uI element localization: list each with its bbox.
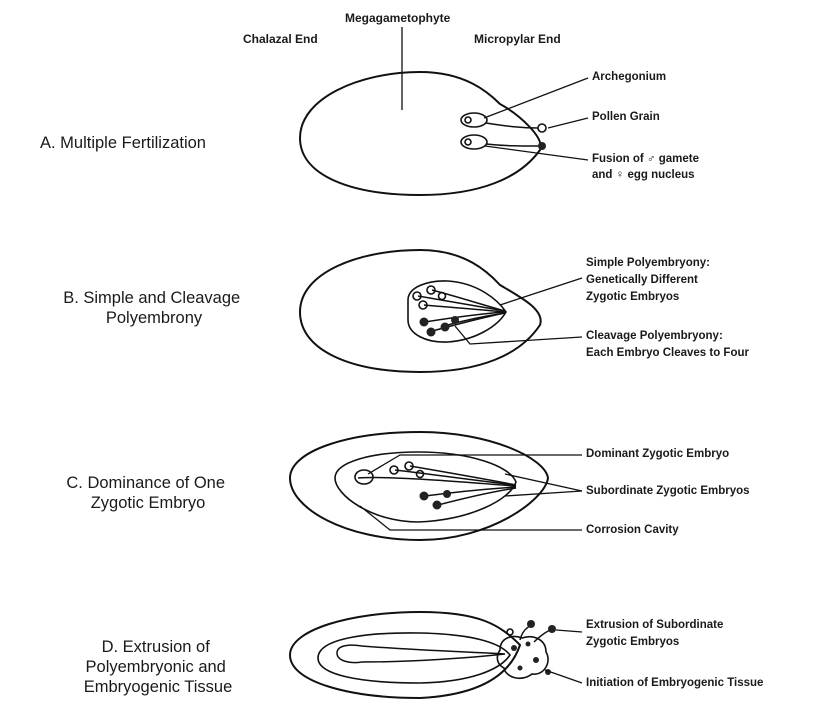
subordinate-head-5 xyxy=(433,501,442,510)
egg-nucleus-upper xyxy=(465,117,471,123)
callout-initiation: Initiation of Embryogenic Tissue xyxy=(586,677,763,689)
subordinate-head-4 xyxy=(420,492,429,501)
tissue-nodule-2 xyxy=(526,642,531,647)
extruded-embryo xyxy=(337,645,505,662)
callout-line: Cleavage Polyembryony: xyxy=(586,330,723,342)
panel-b-title: B. Simple and Cleavage Polyembrony xyxy=(63,289,245,327)
corrosion-cavity-c xyxy=(335,452,516,522)
leader-pollen-grain xyxy=(548,118,588,128)
panel-d-title-line: Embryogenic Tissue xyxy=(84,678,233,696)
panel-c-title-line: Zygotic Embryo xyxy=(91,494,206,512)
leader-fusion xyxy=(485,146,588,160)
megagametophyte-label: Megagametophyte xyxy=(345,11,451,25)
pollen-tube-lower xyxy=(486,144,538,146)
pollen-tube-upper xyxy=(486,123,538,128)
corrosion-cavity-d xyxy=(318,633,510,683)
callout-line: Zygotic Embryos xyxy=(586,636,679,648)
callout-line: Corrosion Cavity xyxy=(586,524,679,536)
subordinate-head-6 xyxy=(443,490,451,498)
leader-extrusion xyxy=(556,630,582,632)
corrosion-cavity-b xyxy=(408,281,506,342)
panel-d-title-line: Polyembryonic and xyxy=(86,658,226,676)
callout-line: Pollen Grain xyxy=(592,111,660,123)
embryo-head-lower-3 xyxy=(441,323,450,332)
embryo-head-lower-4 xyxy=(451,316,459,324)
callout-corrosion-cavity: Corrosion Cavity xyxy=(586,524,679,536)
leader-corrosion-cavity xyxy=(360,506,582,530)
extruded-subordinate-2 xyxy=(534,630,550,642)
callout-subordinate-embryos: Subordinate Zygotic Embryos xyxy=(586,485,750,497)
callout-line: Simple Polyembryony: xyxy=(586,257,710,269)
panel-c: C. Dominance of One Zygotic Embryo Domin… xyxy=(66,432,749,540)
callout-line: Extrusion of Subordinate xyxy=(586,619,723,631)
callout-line: Dominant Zygotic Embryo xyxy=(586,448,729,460)
callout-pollen-grain: Pollen Grain xyxy=(592,111,660,123)
panel-d-title: D. Extrusion of Polyembryonic and Embryo… xyxy=(84,638,233,696)
egg-nucleus-lower xyxy=(465,139,471,145)
embryo-head-lower-1 xyxy=(420,318,429,327)
panel-d: D. Extrusion of Polyembryonic and Embryo… xyxy=(84,612,764,698)
panel-b: B. Simple and Cleavage Polyembrony Simpl… xyxy=(63,250,749,372)
chalazal-end-label: Chalazal End xyxy=(243,32,318,46)
callout-simple-polyembryony: Simple Polyembryony: Genetically Differe… xyxy=(586,257,713,303)
leader-archegonium xyxy=(484,78,588,118)
callout-line: Genetically Different xyxy=(586,274,698,286)
leader-cleavage-polyembryony xyxy=(455,326,582,344)
panel-b-title-line: Polyembrony xyxy=(106,309,203,327)
extruded-subordinate-head-1 xyxy=(527,620,535,628)
embryogenic-tissue-mass xyxy=(497,637,548,679)
micropylar-end-label: Micropylar End xyxy=(474,32,561,46)
seed-outline-a xyxy=(300,72,541,195)
callout-archegonium: Archegonium xyxy=(592,71,666,83)
callout-line: Subordinate Zygotic Embryos xyxy=(586,485,750,497)
callout-line: Each Embryo Cleaves to Four xyxy=(586,347,749,359)
callout-line: Initiation of Embryogenic Tissue xyxy=(586,677,763,689)
callout-cleavage-polyembryony: Cleavage Polyembryony: Each Embryo Cleav… xyxy=(586,330,749,359)
subordinate-embryo-3 xyxy=(425,487,516,496)
leader-subordinate-2 xyxy=(505,491,582,496)
callout-dominant-embryo: Dominant Zygotic Embryo xyxy=(586,448,729,460)
callout-fusion: Fusion of ♂ gamete and ♀ egg nucleus xyxy=(592,153,702,181)
callout-line: Zygotic Embryos xyxy=(586,291,679,303)
tissue-nodule-1 xyxy=(511,645,517,651)
leader-initiation xyxy=(545,670,582,683)
seed-outline-d xyxy=(290,612,520,698)
pollen-grain-lower xyxy=(538,142,546,150)
callout-extrusion: Extrusion of Subordinate Zygotic Embryos xyxy=(586,619,727,648)
pollen-grain-upper xyxy=(538,124,546,132)
callout-line: and ♀ egg nucleus xyxy=(592,169,695,181)
panel-c-title: C. Dominance of One Zygotic Embryo xyxy=(66,474,229,512)
tissue-nodule-4 xyxy=(518,666,523,671)
extruded-subordinate-head-3 xyxy=(507,629,513,635)
callout-line: Archegonium xyxy=(592,71,666,83)
embryo-head-upper-4 xyxy=(439,293,446,300)
panel-a-title: A. Multiple Fertilization xyxy=(40,134,206,152)
panel-a: A. Multiple Fertilization Archegonium Po… xyxy=(40,71,702,195)
panel-d-title-line: D. Extrusion of xyxy=(102,638,211,656)
subordinate-embryo-1 xyxy=(395,470,516,485)
panel-a-title-line: A. Multiple Fertilization xyxy=(40,134,206,152)
callout-line: Fusion of ♂ gamete xyxy=(592,153,699,165)
extruded-subordinate-head-2 xyxy=(548,625,556,633)
panel-b-title-line: B. Simple and Cleavage xyxy=(63,289,240,307)
embryo-head-lower-2 xyxy=(427,328,436,337)
tissue-nodule-3 xyxy=(533,657,539,663)
panel-c-title-line: C. Dominance of One xyxy=(66,474,225,492)
